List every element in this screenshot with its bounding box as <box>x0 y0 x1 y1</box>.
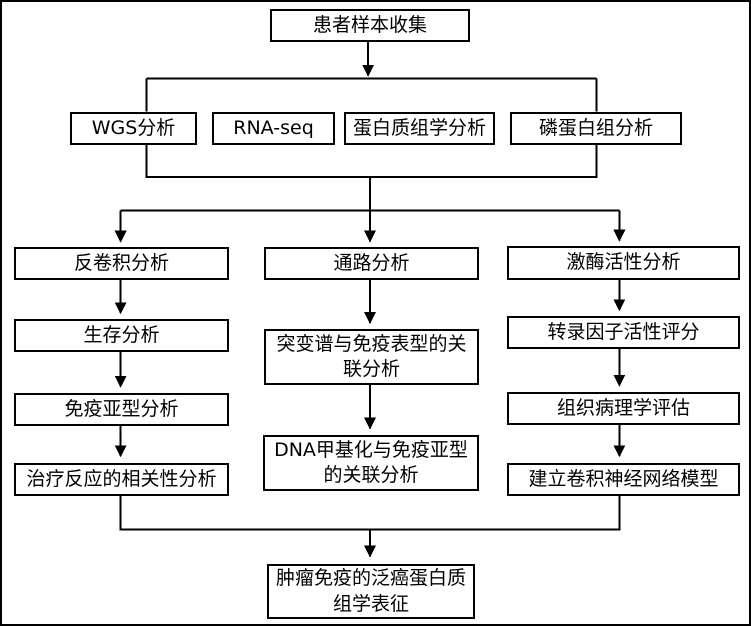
node-label: 激酶活性分析 <box>566 251 681 274</box>
node-label: RNA-seq <box>233 116 314 139</box>
node-dna-methylation-association: DNA甲基化与免疫亚型 的关联分析 <box>263 435 479 491</box>
node-label: DNA甲基化与免疫亚型 的关联分析 <box>274 438 468 486</box>
node-label: 患者样本收集 <box>312 13 427 36</box>
node-label: 治疗反应的相关性分析 <box>26 467 217 490</box>
node-treatment-response-correlation: 治疗反应的相关性分析 <box>14 463 229 496</box>
node-cnn-model: 建立卷积神经网络模型 <box>507 463 740 496</box>
node-pan-cancer-proteomic-characterization: 肿瘤免疫的泛癌蛋白质 组学表征 <box>267 564 475 619</box>
node-label: 突变谱与免疫表型的关 联分析 <box>276 332 467 380</box>
node-patient-sample-collection: 患者样本收集 <box>270 9 470 42</box>
node-label: 转录因子活性评分 <box>547 320 700 343</box>
node-tf-activity-score: 转录因子活性评分 <box>507 316 740 349</box>
node-phosphoproteomics-analysis: 磷蛋白组分析 <box>510 112 682 145</box>
node-label: 磷蛋白组分析 <box>538 116 653 139</box>
node-deconvolution-analysis: 反卷积分析 <box>14 247 229 280</box>
node-label: 肿瘤免疫的泛癌蛋白质 组学表征 <box>275 567 466 615</box>
node-label: 反卷积分析 <box>73 251 169 274</box>
node-immune-subtype-analysis: 免疫亚型分析 <box>14 393 229 426</box>
node-label: WGS分析 <box>91 116 176 139</box>
node-wgs-analysis: WGS分析 <box>70 112 197 145</box>
node-label: 组织病理学评估 <box>556 396 690 419</box>
node-kinase-activity-analysis: 激酶活性分析 <box>507 246 740 280</box>
node-survival-analysis: 生存分析 <box>14 319 229 352</box>
node-label: 建立卷积神经网络模型 <box>528 467 719 490</box>
node-rna-seq: RNA-seq <box>212 112 335 145</box>
node-histopathology-evaluation: 组织病理学评估 <box>507 392 740 425</box>
node-pathway-analysis: 通路分析 <box>264 247 479 280</box>
node-label: 免疫亚型分析 <box>64 397 179 420</box>
node-label: 蛋白质组学分析 <box>352 116 486 139</box>
node-proteomics-analysis: 蛋白质组学分析 <box>344 112 495 145</box>
node-mutation-immune-association: 突变谱与免疫表型的关 联分析 <box>264 329 479 385</box>
node-label: 通路分析 <box>333 251 410 274</box>
node-label: 生存分析 <box>83 323 160 346</box>
